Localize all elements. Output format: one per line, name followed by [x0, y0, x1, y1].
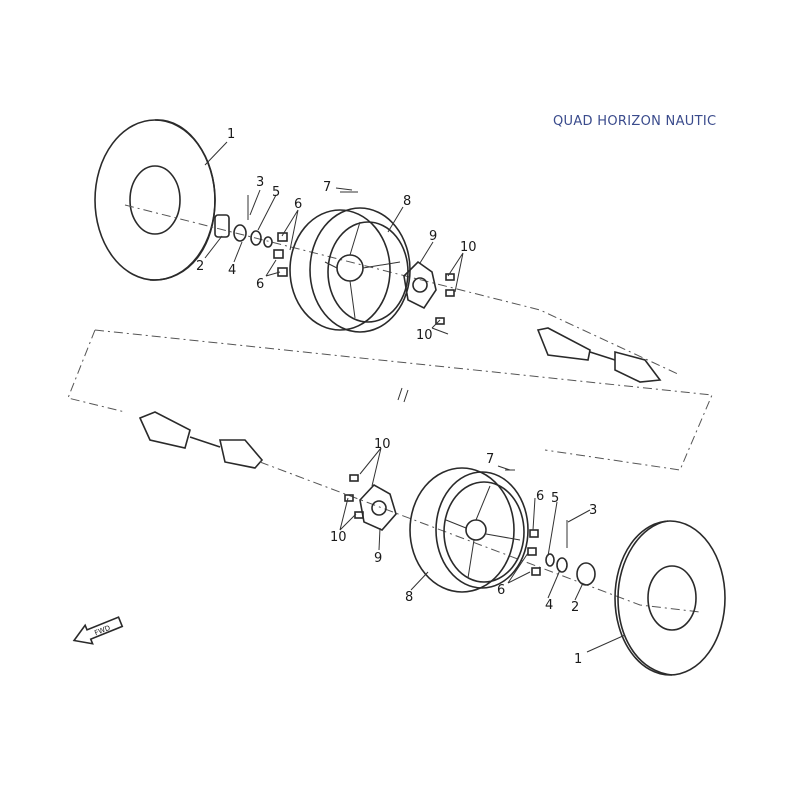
part-label-6-bottom-b: 6	[497, 583, 505, 598]
part-label-10-bottom-b: 10	[330, 530, 347, 545]
part-label-4-top: 4	[228, 263, 236, 278]
part-label-5-bottom: 5	[551, 491, 559, 506]
hub-nut-bottom	[545, 553, 596, 586]
hub-bolts-top	[435, 273, 455, 325]
part-label-8-top: 8	[403, 194, 411, 209]
tire-top	[94, 119, 216, 281]
fwd-arrow-icon: FWD	[72, 616, 124, 645]
leader-lines	[204, 141, 626, 653]
part-label-1-bottom: 1	[574, 652, 582, 667]
part-label-6-top-a: 6	[294, 197, 302, 212]
hub-bolts-bottom	[344, 474, 364, 519]
part-label-10-top-b: 10	[416, 328, 433, 343]
hub-top	[403, 260, 437, 310]
part-labels: 1 2 3 4 5 6 6 7 8 9 10 10 10 10 9 7 6 6 …	[196, 127, 597, 667]
hub-nut-top	[214, 214, 273, 248]
part-label-9-top: 9	[429, 229, 437, 244]
wheel-nuts-top	[273, 232, 288, 277]
hub-bottom	[359, 483, 397, 531]
part-label-3-bottom: 3	[589, 503, 597, 518]
part-label-2-bottom: 2	[571, 600, 579, 615]
part-label-1-top: 1	[227, 127, 235, 142]
part-label-2-top: 2	[196, 259, 204, 274]
wheel-rim-top	[289, 207, 411, 333]
part-label-5-top: 5	[272, 185, 280, 200]
axis-line-bottom	[259, 461, 701, 613]
wheel-rim-bottom	[409, 467, 529, 593]
part-label-4-bottom: 4	[545, 598, 553, 613]
tire-bottom	[614, 520, 726, 676]
drive-shaft-left	[138, 411, 264, 469]
break-mark	[397, 387, 409, 403]
wheel-nuts-bottom	[527, 529, 541, 576]
drive-shaft-right	[536, 327, 662, 383]
shaft-link-lines	[67, 329, 713, 471]
part-label-6-bottom-a: 6	[536, 489, 544, 504]
brand-title: QUAD HORIZON NAUTIC	[553, 114, 717, 129]
part-label-10-top-a: 10	[460, 240, 477, 255]
part-label-6-top-b: 6	[256, 277, 264, 292]
part-label-3-top: 3	[256, 175, 264, 190]
axis-line-top	[124, 204, 681, 376]
part-label-7-bottom: 7	[486, 452, 494, 467]
part-label-8-bottom: 8	[405, 590, 413, 605]
part-label-9-bottom: 9	[374, 551, 382, 566]
part-label-7-top: 7	[323, 180, 331, 195]
part-label-10-bottom-a: 10	[374, 437, 391, 452]
